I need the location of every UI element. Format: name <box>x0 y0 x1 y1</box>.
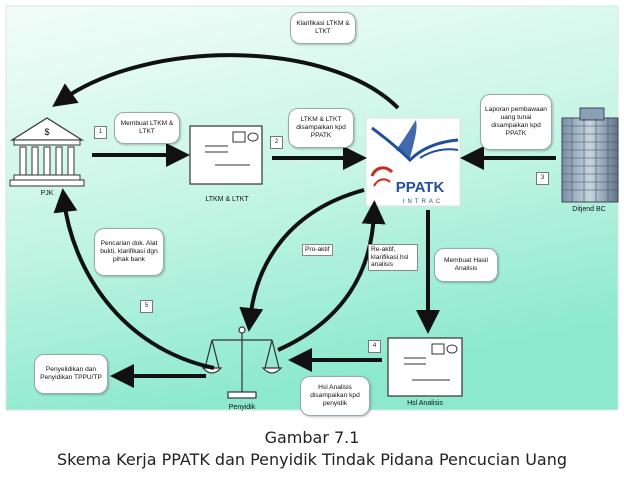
pjk-label: PJK <box>40 190 54 197</box>
step-5: 5 <box>140 300 153 313</box>
step-3: 3 <box>536 172 549 185</box>
ppatk-logo-subtext: INTRAC <box>403 199 443 205</box>
tag-pro-aktif: Pro-aktif <box>302 244 333 256</box>
arrow-pro-aktif <box>239 188 365 332</box>
figure-title: Skema Kerja PPATK dan Penyidik Tindak Pi… <box>56 450 568 469</box>
step-2: 2 <box>270 136 283 149</box>
envelope-ltkm-icon <box>189 125 263 185</box>
building-icon <box>561 107 619 203</box>
callout-membuat-ltkm: Membuat LTKM & LTKT <box>114 112 180 144</box>
penyidik-label: Penyidik <box>228 404 256 411</box>
ppatk-logo: PPATK INTRAC <box>365 117 461 207</box>
step-4: 4 <box>368 340 381 353</box>
step-1: 1 <box>94 126 107 139</box>
callout-pencarian: Pencarian dok. Alat bukti, klarifikasi d… <box>94 228 164 276</box>
callout-membuat-hasil: Membuat Hasil Analisis <box>434 248 498 282</box>
ppatk-logo-text: PPATK <box>396 179 445 196</box>
diagram-background <box>5 5 619 411</box>
arrow-pencarian <box>53 188 215 370</box>
arrow-klarifikasi <box>52 53 400 110</box>
ltkm-ltkt-label: LTKM & LTKT <box>205 196 249 203</box>
callout-klarifikasi: Klarifikasi LTKM & LTKT <box>290 12 356 44</box>
callout-laporan-bc: Laporan pembawaan uang tunai disampaikan… <box>480 94 552 150</box>
tag-re-aktif: Re-aktif, klarifikasi hsl analisis <box>368 244 418 271</box>
envelope-hasil-icon <box>387 337 463 397</box>
callout-disampaikan: LTKM & LTKT disampaikan kpd PPATK <box>288 108 354 148</box>
svg-text:$: $ <box>44 127 49 137</box>
arrow-re-aktif <box>277 200 386 352</box>
callout-penyelidikan: Penyelidikan dan Penyidikan TPPU/TP <box>34 354 108 394</box>
bank-icon: $ <box>9 117 85 187</box>
hsl-analisis-label: Hsl Analisis <box>407 400 443 407</box>
callout-hasil-disampaikan: Hsl Analisis disampaikan kpd penyidik <box>300 376 370 416</box>
figure-number: Gambar 7.1 <box>264 428 360 447</box>
flow-arrows <box>52 53 556 388</box>
ditjend-bc-label: Ditjend BC <box>572 206 606 213</box>
